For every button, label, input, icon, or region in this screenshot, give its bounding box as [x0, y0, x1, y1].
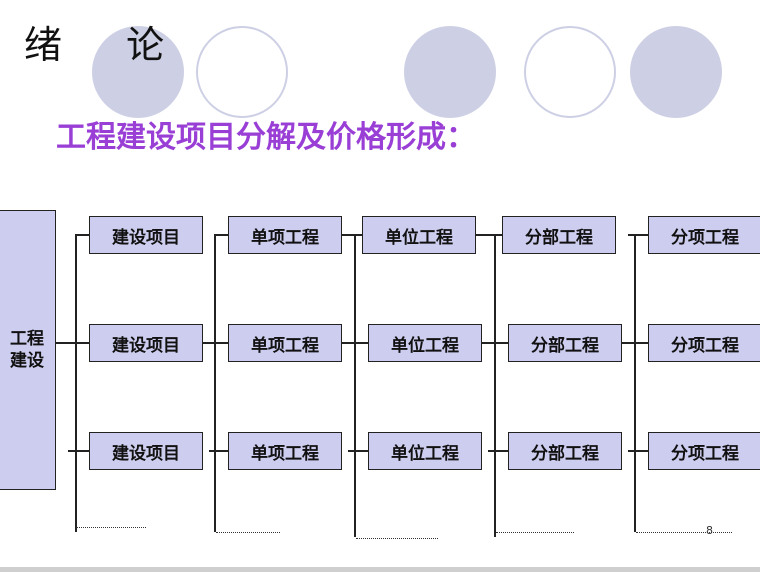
node-unit-project: 单位工程 — [362, 216, 476, 254]
node-unit-project: 单位工程 — [368, 432, 482, 470]
connector — [488, 450, 508, 452]
trunk-line-4 — [494, 235, 496, 537]
connector — [622, 342, 648, 344]
page-number: 8 — [706, 524, 713, 537]
dotted-line-3 — [356, 538, 438, 539]
decor-circle-3 — [404, 26, 496, 118]
node-construction-project: 建设项目 — [89, 432, 203, 470]
decor-circle-4 — [524, 26, 616, 118]
node-unit-project: 单位工程 — [368, 324, 482, 362]
slide-title: 绪 论 — [24, 23, 191, 67]
node-construction-project: 建设项目 — [89, 324, 203, 362]
node-single-project: 单项工程 — [228, 324, 342, 362]
node-division-project: 分部工程 — [508, 324, 622, 362]
trunk-line-3 — [354, 235, 356, 537]
node-single-project: 单项工程 — [228, 432, 342, 470]
connector — [482, 342, 508, 344]
node-item-project: 分项工程 — [648, 216, 760, 254]
connector — [68, 450, 89, 452]
connector — [342, 342, 368, 344]
connector — [348, 450, 368, 452]
trunk-line-1 — [75, 235, 77, 532]
connector — [628, 234, 648, 236]
connector — [476, 234, 502, 236]
decor-circle-5 — [630, 26, 722, 118]
trunk-line-5 — [634, 235, 636, 532]
connector — [342, 234, 362, 236]
node-single-project: 单项工程 — [228, 216, 342, 254]
root-label-line1: 工程 — [10, 329, 44, 349]
dotted-line-2 — [216, 532, 280, 533]
decor-circle-1 — [92, 26, 184, 118]
slide-subtitle: 工程建设项目分解及价格形成： — [56, 120, 476, 155]
dotted-line-4 — [496, 532, 574, 533]
node-item-project: 分项工程 — [648, 324, 760, 362]
connector — [209, 450, 228, 452]
connector — [203, 342, 228, 344]
connector — [214, 234, 228, 236]
trunk-line-2 — [214, 235, 216, 532]
node-construction-project: 建设项目 — [89, 216, 203, 254]
root-node: 工程 建设 — [0, 210, 56, 490]
connector — [56, 342, 89, 344]
dotted-line-5 — [636, 532, 732, 533]
root-label-line2: 建设 — [10, 351, 44, 371]
node-division-project: 分部工程 — [502, 216, 616, 254]
dotted-line-1 — [76, 527, 146, 528]
node-division-project: 分部工程 — [508, 432, 622, 470]
node-item-project: 分项工程 — [648, 432, 760, 470]
decor-circle-2 — [196, 26, 288, 118]
connector — [75, 234, 89, 236]
bottom-bar — [0, 567, 760, 572]
connector — [628, 450, 648, 452]
